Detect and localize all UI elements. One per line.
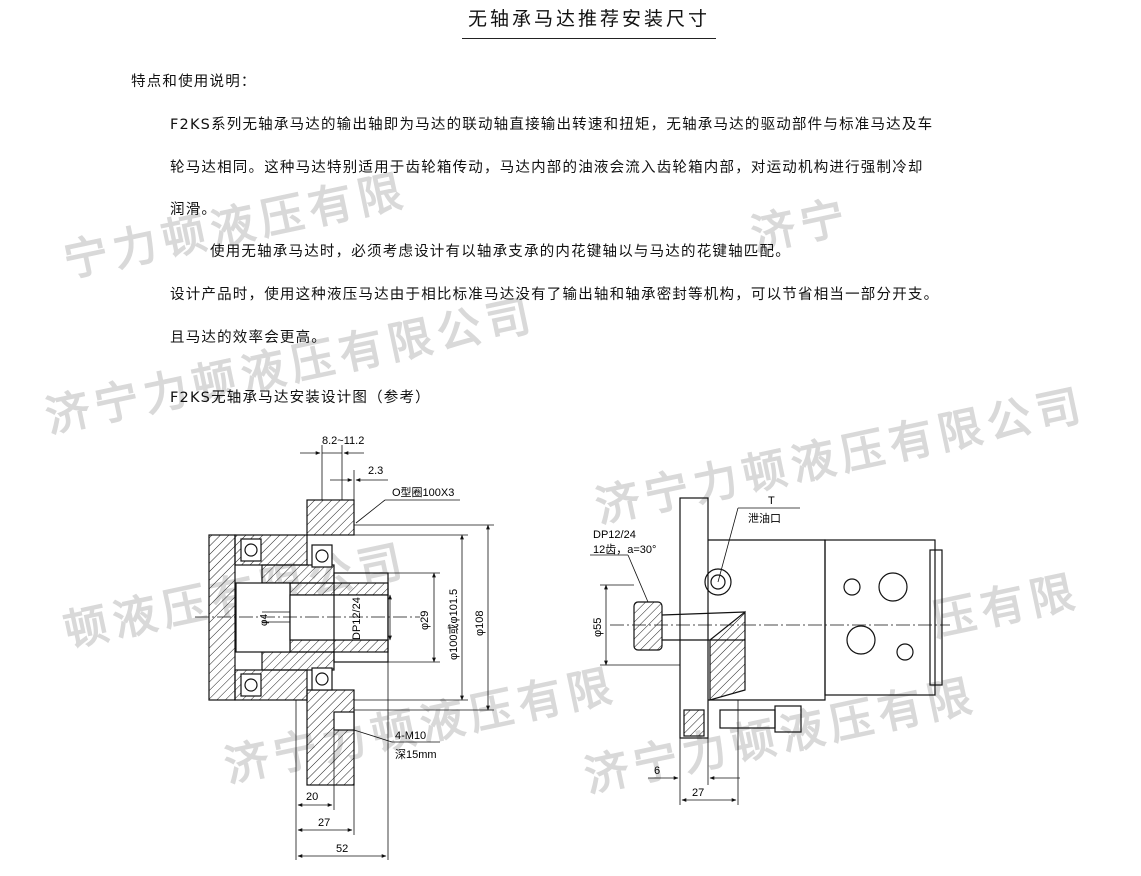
depth-label: 深15mm <box>395 748 437 761</box>
spline-label: DP12/24 <box>593 529 636 541</box>
title-underline <box>462 38 716 39</box>
dim-label: 2.3 <box>368 465 383 477</box>
dim-label: 20 <box>306 791 318 803</box>
dim-label: 27 <box>318 817 330 829</box>
port-label: T <box>768 495 775 507</box>
left-section-drawing <box>195 445 494 860</box>
dim-label: φ4 <box>259 614 270 626</box>
paragraph-line: 设计产品时，使用这种液压马达由于相比标准马达没有了输出轴和轴承密封等机构，可以节… <box>170 287 940 303</box>
drain-label: 泄油口 <box>748 511 781 525</box>
paragraph-line: 使用无轴承马达时，必须考虑设计有以轴承支承的内花键轴以与马达的花键轴匹配。 <box>210 244 791 260</box>
spline-label: DP12/24 <box>351 597 363 640</box>
page-title: 无轴承马达推荐安装尺寸 <box>467 8 710 30</box>
dim-label: 52 <box>336 843 348 855</box>
o-ring-label: O型圈100X3 <box>392 485 454 499</box>
dim-label: 27 <box>692 787 704 799</box>
dim-label: φ55 <box>592 618 604 637</box>
figure-caption: F2KS无轴承马达安装设计图（参考） <box>170 390 431 406</box>
dim-label: 8.2~11.2 <box>322 435 364 447</box>
dim-label: φ29 <box>419 611 431 630</box>
dim-label: 6 <box>654 765 660 777</box>
dim-label: φ108 <box>474 611 486 637</box>
right-motor-drawing <box>590 497 950 805</box>
paragraph-line: 且马达的效率会更高。 <box>170 330 327 346</box>
section-heading: 特点和使用说明： <box>131 74 257 90</box>
dim-label: φ100或φ101.5 <box>447 589 460 660</box>
paragraph-line: 润滑。 <box>170 202 218 218</box>
teeth-label: 12齿，a=30° <box>593 543 656 556</box>
paragraph-line: F2KS系列无轴承马达的输出轴即为马达的联动轴直接输出转速和扭矩，无轴承马达的驱… <box>170 117 934 133</box>
thread-label: 4-M10 <box>395 730 426 742</box>
paragraph-line: 轮马达相同。这种马达特别适用于齿轮箱传动，马达内部的油液会流入齿轮箱内部，对运动… <box>170 160 924 176</box>
